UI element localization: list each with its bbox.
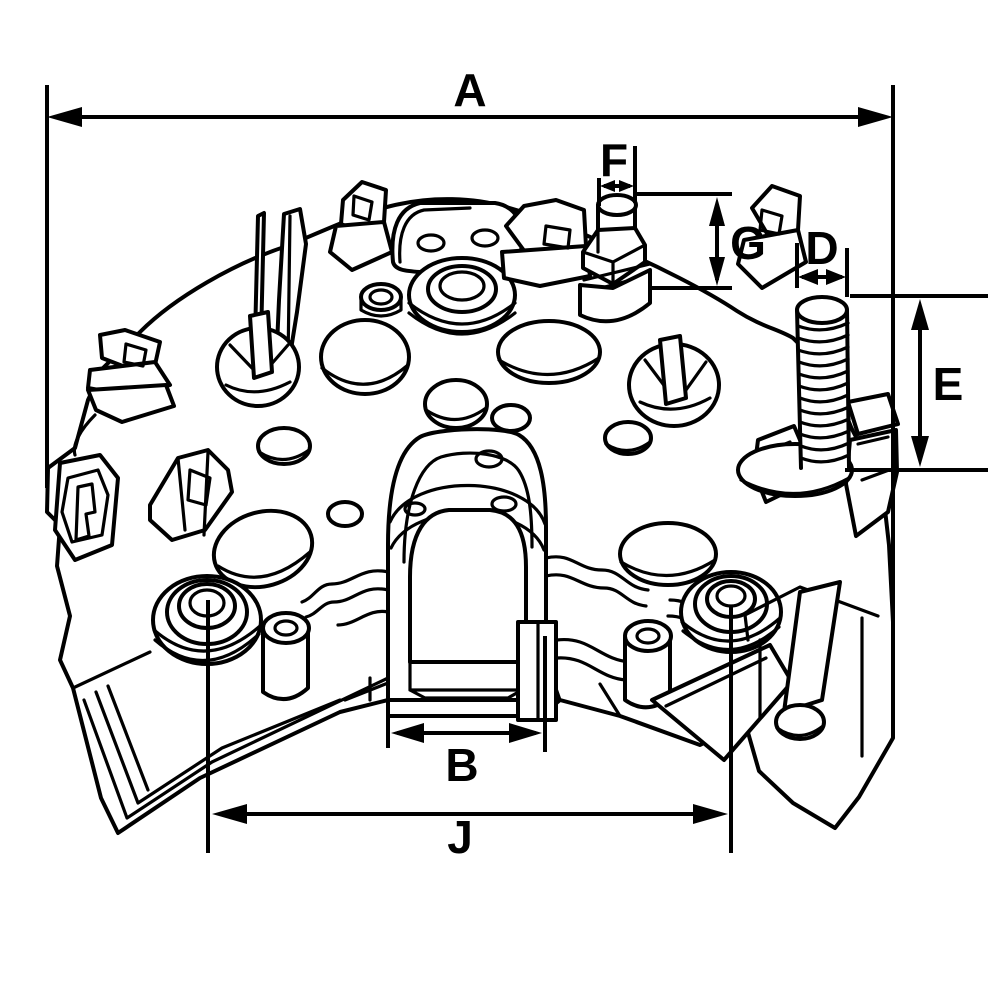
hole	[319, 318, 411, 396]
hole	[326, 500, 364, 528]
right-block	[743, 580, 880, 758]
hole	[496, 319, 602, 385]
strap	[782, 580, 842, 714]
dimension-e: E	[845, 294, 988, 472]
rivet-hole-right	[627, 334, 721, 428]
plate-edge-layers	[71, 650, 622, 820]
small-nut	[359, 282, 403, 318]
arrowhead	[826, 269, 846, 285]
terminal-stud	[578, 193, 652, 324]
threads	[796, 321, 851, 464]
terminal-post-left	[261, 611, 311, 701]
dim-label-f: F	[600, 134, 628, 186]
arrowhead	[693, 804, 728, 824]
nut-base	[578, 268, 652, 324]
arrowhead	[911, 299, 929, 330]
cooling-fin	[253, 207, 308, 370]
arrowhead	[709, 257, 725, 286]
dim-label-j: J	[447, 811, 473, 863]
arrowhead	[509, 723, 542, 743]
dimension-d: D	[795, 222, 849, 297]
clip-right-edge	[844, 392, 900, 538]
strap-hole	[774, 703, 826, 741]
clip-bottom-left	[148, 448, 234, 542]
dimension-g: G	[652, 197, 766, 290]
hole	[618, 521, 718, 587]
threaded-stud	[736, 295, 854, 498]
arrowhead	[212, 804, 247, 824]
dimension-f: F	[597, 134, 732, 206]
arrowhead	[858, 107, 893, 127]
arrowhead	[600, 180, 615, 192]
clip-left-lower	[53, 453, 120, 562]
hole	[603, 420, 653, 456]
arrowhead	[47, 107, 82, 127]
arrowhead	[798, 269, 818, 285]
dimension-b: B	[386, 636, 547, 791]
rivet-hole-left	[215, 310, 301, 408]
dim-label-g: G	[730, 217, 766, 269]
clip-top-right	[736, 184, 808, 290]
arrowhead	[709, 197, 725, 226]
dimension-j: J	[206, 600, 733, 863]
arrowhead	[391, 723, 424, 743]
hole	[490, 403, 532, 433]
dim-label-a: A	[453, 64, 486, 116]
arrowhead	[911, 436, 929, 467]
connector-housing	[386, 427, 558, 722]
dimension-annotations: A F G D	[45, 64, 988, 863]
centre-grommet	[359, 201, 525, 336]
clip-top-centre	[500, 198, 592, 288]
clip-top-left	[328, 180, 394, 272]
arrowhead	[619, 180, 634, 192]
dim-label-d: D	[805, 222, 838, 274]
clip-left-upper	[72, 328, 176, 457]
terminal-post-right	[623, 619, 673, 710]
dimension-a: A	[45, 64, 895, 622]
rectifier-plate	[45, 180, 900, 835]
dim-label-b: B	[445, 739, 478, 791]
dim-label-e: E	[933, 358, 964, 410]
